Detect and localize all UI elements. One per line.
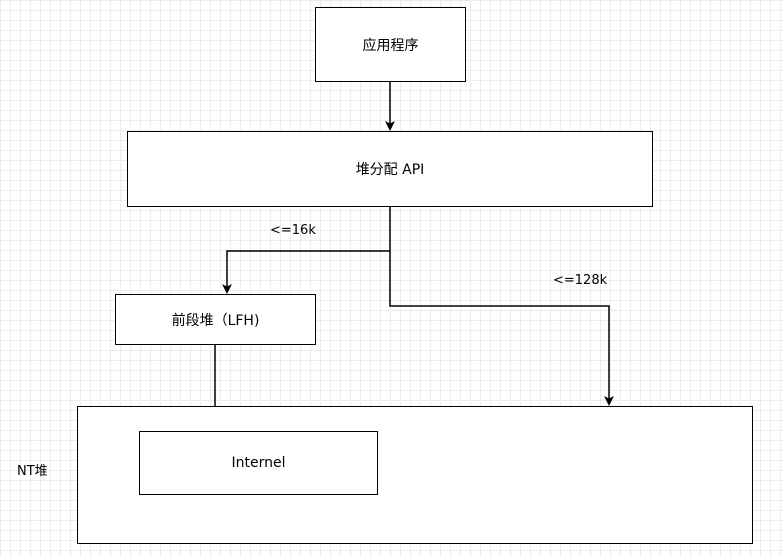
internel-label: Internel bbox=[231, 455, 286, 471]
application-node[interactable]: 应用程序 bbox=[315, 7, 466, 82]
heap-api-label: 堆分配 API bbox=[355, 162, 425, 178]
front-end-heap-label: 前段堆（LFH) bbox=[171, 312, 260, 329]
edge-api-to-nt-heap bbox=[389, 251, 614, 406]
internel-node[interactable]: Internel bbox=[139, 431, 378, 495]
edge-label-le-16k: <=16k bbox=[270, 223, 316, 238]
front-end-heap-node[interactable]: 前段堆（LFH) bbox=[115, 294, 316, 345]
application-label: 应用程序 bbox=[362, 37, 419, 54]
nt-heap-label: NT堆 bbox=[17, 464, 48, 479]
edge-api-to-lfh bbox=[222, 207, 391, 294]
heap-api-node[interactable]: 堆分配 API bbox=[127, 131, 653, 207]
edge-label-le-128k: <=128k bbox=[553, 273, 608, 288]
